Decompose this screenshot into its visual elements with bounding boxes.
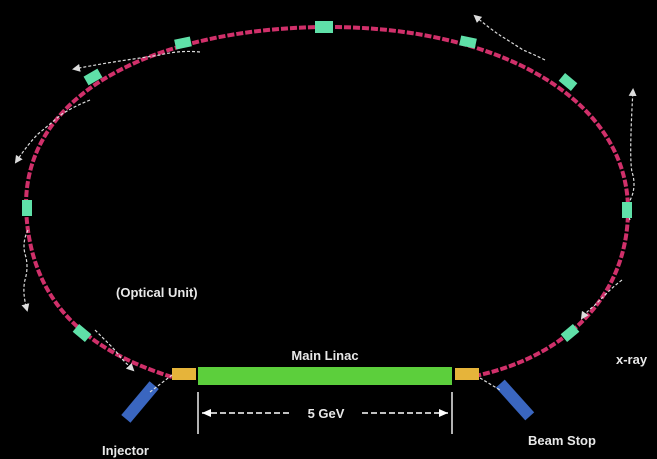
injector bbox=[121, 381, 159, 423]
injector-label: Injector bbox=[102, 443, 149, 458]
optical-unit bbox=[459, 35, 477, 49]
xray-arrow-icon bbox=[473, 14, 546, 61]
beam-stop bbox=[495, 379, 535, 421]
energy-label: 5 GeV bbox=[308, 406, 345, 421]
optical-unit-label: (Optical Unit) bbox=[116, 285, 198, 300]
optical-unit bbox=[83, 68, 103, 86]
xray-arrow-icon bbox=[14, 99, 91, 164]
energy-dimension bbox=[197, 392, 453, 434]
xray-arrow-icon bbox=[627, 88, 637, 221]
optical-unit bbox=[622, 202, 632, 218]
optical-unit bbox=[22, 200, 32, 216]
xray-label: x-ray bbox=[616, 352, 648, 367]
optical-unit bbox=[315, 21, 333, 33]
optical-unit bbox=[560, 324, 580, 342]
main-linac-label: Main Linac bbox=[291, 348, 358, 363]
xray-arrow-icon bbox=[72, 50, 201, 72]
optical-unit bbox=[72, 324, 92, 342]
beam-stop-line bbox=[479, 377, 501, 391]
main-linac bbox=[198, 367, 452, 385]
xray-arrow-icon bbox=[580, 279, 623, 320]
optical-units bbox=[22, 21, 632, 342]
linac-junction-left bbox=[172, 368, 196, 380]
linac-junction-right bbox=[455, 368, 479, 380]
xray-arrow-icon bbox=[94, 329, 135, 372]
xray-arrow-icon bbox=[21, 229, 30, 312]
optical-unit bbox=[558, 73, 578, 91]
beam-stop-label: Beam Stop bbox=[528, 433, 596, 448]
optical-unit bbox=[174, 36, 192, 50]
xray-arrows bbox=[14, 14, 637, 372]
recirculation-ring bbox=[23, 24, 631, 379]
